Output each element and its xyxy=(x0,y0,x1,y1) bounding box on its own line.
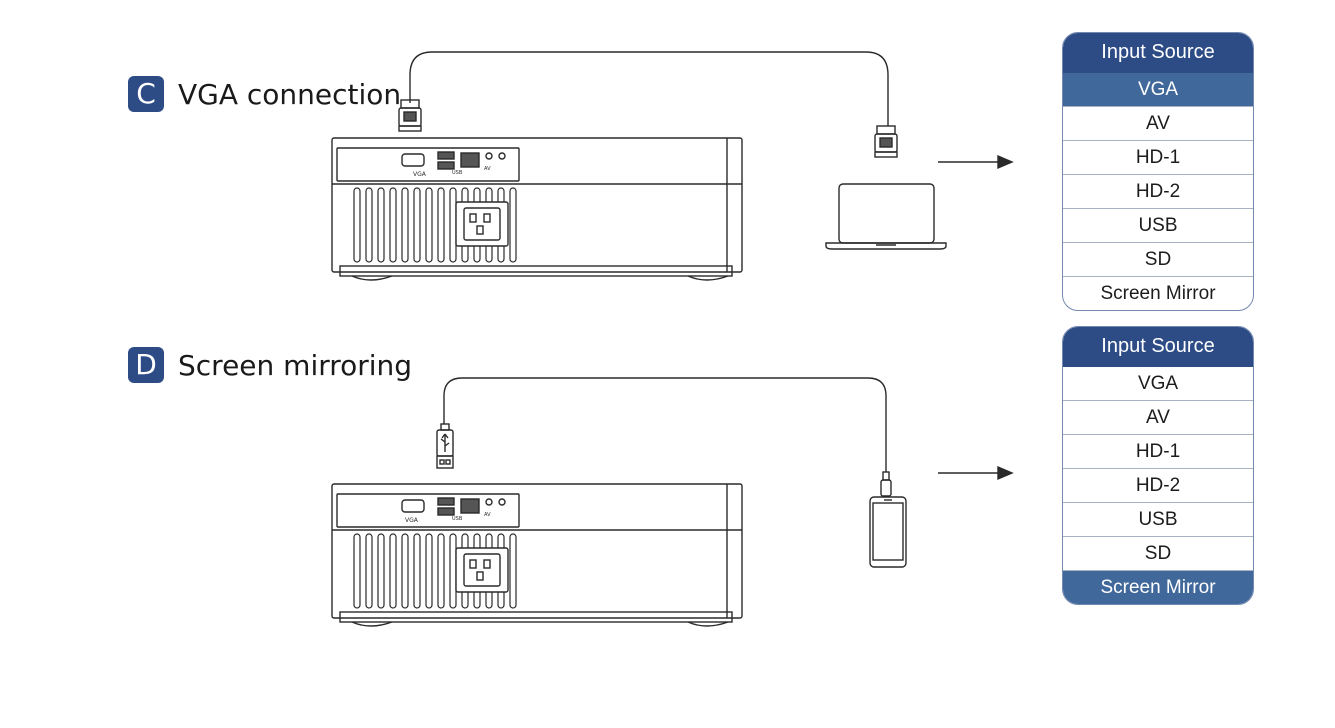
menu-item-sd[interactable]: SD xyxy=(1063,536,1253,570)
menu-item-vga[interactable]: VGA xyxy=(1063,73,1253,106)
smartphone-icon xyxy=(869,496,907,568)
projector-c-vga-port-label: VGA xyxy=(413,171,427,178)
section-d-title: Screen mirroring xyxy=(178,348,413,382)
menu-item-screen-mirror[interactable]: Screen Mirror xyxy=(1063,276,1253,310)
projector-d-av-port-label: AV xyxy=(484,512,491,518)
arrow-right-icon xyxy=(938,465,1014,481)
projector-c-av-port-label: AV xyxy=(484,166,491,172)
phone-cable-plug xyxy=(880,479,892,497)
menu-item-vga[interactable]: VGA xyxy=(1137,373,1179,394)
menu-header: Input Source xyxy=(1063,327,1253,367)
menu-header: Input Source xyxy=(1063,33,1253,73)
section-d-heading: D Screen mirroring xyxy=(128,347,412,383)
projector-c-usb-port-label: USB xyxy=(452,170,463,176)
menu-item-hd-1[interactable]: HD-1 xyxy=(1063,140,1253,174)
arrow-right-icon xyxy=(938,154,1014,170)
projector-c-illustration xyxy=(331,137,743,281)
menu-item-av[interactable]: AV xyxy=(1063,400,1253,434)
projector-d-vga-port-label: VGA xyxy=(405,517,419,524)
menu-item-hd-2[interactable]: HD-2 xyxy=(1063,174,1253,208)
section-c-heading: C VGA connection xyxy=(128,76,401,112)
menu-item-hd-1[interactable]: HD-1 xyxy=(1063,434,1253,468)
menu-item-usb[interactable]: USB xyxy=(1063,208,1253,242)
laptop-icon xyxy=(825,183,947,250)
menu-item-usb[interactable]: USB xyxy=(1063,502,1253,536)
phone-cable-connector xyxy=(882,471,890,481)
usb-plug-icon xyxy=(436,423,454,469)
vga-plug-laptop-end xyxy=(874,125,898,158)
menu-item-screen-mirror[interactable]: Screen Mirror xyxy=(1063,570,1253,604)
section-c-title: VGA connection xyxy=(178,77,402,111)
section-c-letter-badge: C xyxy=(128,76,164,112)
vga-plug-projector-end xyxy=(398,99,422,132)
menu-item-sd[interactable]: SD xyxy=(1063,242,1253,276)
usb-cable xyxy=(443,377,887,472)
vga-cable xyxy=(409,51,889,126)
projector-d-usb-port-label: USB xyxy=(452,516,463,522)
section-d-letter-badge: D xyxy=(128,347,164,383)
menu-item-av[interactable]: AV xyxy=(1063,106,1253,140)
projector-d-illustration xyxy=(331,483,743,627)
menu-item-hd-2[interactable]: HD-2 xyxy=(1063,468,1253,502)
